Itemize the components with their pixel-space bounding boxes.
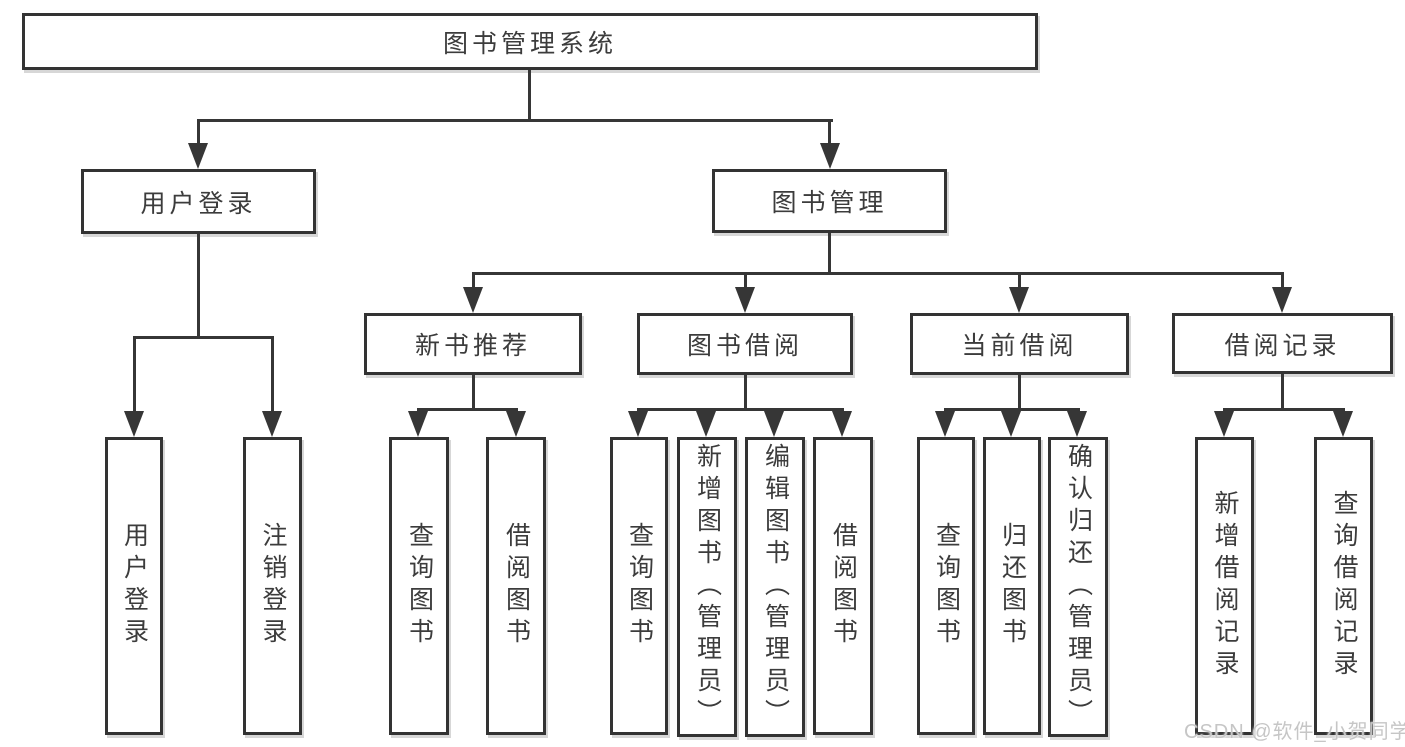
leaf-bb-edit-book-admin: 编辑图书（管理员） <box>745 437 805 737</box>
connector-root-stub <box>528 70 531 121</box>
arrow-down-icon <box>820 143 840 169</box>
leaf-bb-borrow-book-label: 借阅图书 <box>829 522 858 650</box>
arrow-down-icon <box>764 411 784 437</box>
connector-user-login-stem <box>197 119 200 150</box>
arrow-down-icon <box>1009 287 1029 313</box>
node-book-management: 图书管理 <box>712 169 947 233</box>
leaf-bb-query-book-label: 查询图书 <box>625 522 654 650</box>
arrow-down-icon <box>408 411 428 437</box>
watermark: CSDN @软件_小贺同学 <box>1184 721 1405 743</box>
leaf-bb-add-book-admin-label: 新增图书（管理员） <box>693 443 722 731</box>
arrow-down-icon <box>1067 411 1087 437</box>
connector-level3-stem <box>744 272 747 292</box>
connector-book-borrow-down <box>744 375 747 410</box>
connector-level3-stem <box>472 272 475 292</box>
connector-new-book-down <box>472 375 475 410</box>
node-borrow-record: 借阅记录 <box>1172 313 1393 374</box>
arrow-down-icon <box>262 411 282 437</box>
leaf-br-add-record: 新增借阅记录 <box>1195 437 1254 735</box>
arrow-down-icon <box>1272 287 1292 313</box>
leaf-br-query-record: 查询借阅记录 <box>1314 437 1373 735</box>
connector-level3-hline <box>472 272 1284 275</box>
connector-new-book-hline <box>417 408 518 411</box>
connector-current-borrow-down <box>1018 375 1021 410</box>
node-root-label: 图书管理系统 <box>442 29 617 58</box>
node-current-borrow-label: 当前借阅 <box>961 332 1078 360</box>
connector-user-login-hline <box>133 336 274 339</box>
leaf-logout-label: 注销登录 <box>259 522 287 650</box>
arrow-down-icon <box>506 411 526 437</box>
node-new-book-recommend: 新书推荐 <box>364 313 582 375</box>
leaf-cb-confirm-return-admin: 确认归还（管理员） <box>1048 437 1108 737</box>
leaf-bb-borrow-book: 借阅图书 <box>813 437 873 735</box>
node-root: 图书管理系统 <box>22 13 1038 70</box>
arrow-down-icon <box>935 411 955 437</box>
connector-level3-stem <box>1281 272 1284 292</box>
leaf-nb-borrow-book: 借阅图书 <box>486 437 546 735</box>
leaf-bb-add-book-admin: 新增图书（管理员） <box>677 437 737 737</box>
leaf-nb-query-book-label: 查询图书 <box>405 522 434 650</box>
arrow-down-icon <box>1333 411 1353 437</box>
arrow-down-icon <box>1001 411 1021 437</box>
arrow-down-icon <box>628 411 648 437</box>
connector-borrow-record-down <box>1281 374 1284 410</box>
leaf-user-login-label: 用户登录 <box>120 522 149 650</box>
connector-leaf-stem <box>133 336 136 414</box>
node-book-borrow-label: 图书借阅 <box>686 332 803 360</box>
leaf-nb-query-book: 查询图书 <box>389 437 449 735</box>
leaf-cb-query-book: 查询图书 <box>917 437 975 735</box>
node-book-management-label: 图书管理 <box>771 189 888 217</box>
leaf-user-login: 用户登录 <box>105 437 163 735</box>
leaf-cb-return-book-label: 归还图书 <box>998 522 1027 650</box>
arrow-down-icon <box>188 143 208 169</box>
leaf-br-query-record-label: 查询借阅记录 <box>1330 490 1358 682</box>
leaf-bb-query-book: 查询图书 <box>610 437 668 735</box>
arrow-down-icon <box>735 287 755 313</box>
arrow-down-icon <box>696 411 716 437</box>
connector-level3-stem <box>1018 272 1021 292</box>
connector-book-borrow-hline <box>637 408 844 411</box>
connector-book-management-down <box>828 233 831 274</box>
leaf-cb-confirm-return-admin-label: 确认归还（管理员） <box>1064 443 1093 731</box>
leaf-cb-query-book-label: 查询图书 <box>932 522 961 650</box>
connector-borrow-record-hline <box>1223 408 1345 411</box>
node-user-login: 用户登录 <box>81 169 316 234</box>
node-book-borrow: 图书借阅 <box>637 313 853 375</box>
node-user-login-label: 用户登录 <box>140 189 257 218</box>
arrow-down-icon <box>1214 411 1234 437</box>
leaf-br-add-record-label: 新增借阅记录 <box>1211 490 1239 682</box>
node-borrow-record-label: 借阅记录 <box>1224 331 1341 360</box>
leaf-logout: 注销登录 <box>243 437 302 735</box>
arrow-down-icon <box>124 411 144 437</box>
node-new-book-recommend-label: 新书推荐 <box>414 332 531 360</box>
arrow-down-icon <box>463 287 483 313</box>
leaf-cb-return-book: 归还图书 <box>983 437 1041 735</box>
leaf-nb-borrow-book-label: 借阅图书 <box>502 522 531 650</box>
node-current-borrow: 当前借阅 <box>910 313 1129 375</box>
connector-book-management-stem <box>828 119 831 150</box>
arrow-down-icon <box>832 411 852 437</box>
connector-leaf-stem <box>271 336 274 414</box>
connector-user-login-down <box>197 234 200 338</box>
connector-level2-hline <box>197 119 833 122</box>
leaf-bb-edit-book-admin-label: 编辑图书（管理员） <box>761 443 790 731</box>
